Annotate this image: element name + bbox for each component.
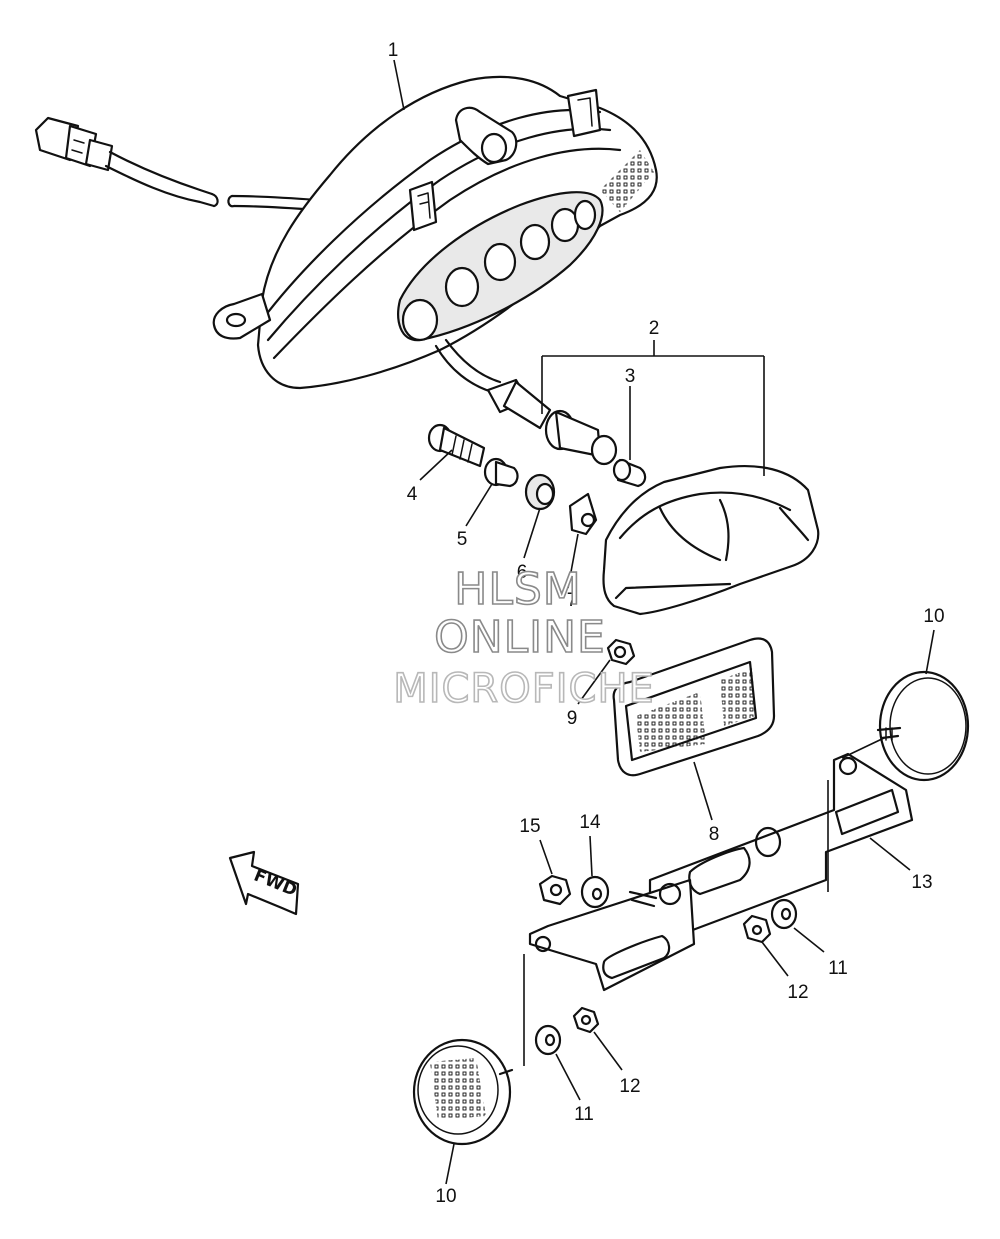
license-light-8 (612, 637, 776, 777)
bracket-13 (528, 752, 914, 992)
callout-4: 4 (407, 484, 418, 505)
watermark-line-3: MICROFICHE (393, 666, 655, 712)
wire-connector (34, 116, 320, 212)
callout-labels: 1 2 3 4 5 6 7 8 9 10 10 11 11 12 12 13 1… (388, 40, 945, 1207)
nut-12-right (742, 914, 772, 944)
washer-11-lower (534, 1024, 562, 1056)
callout-12-lower: 12 (619, 1076, 640, 1097)
bulb (612, 458, 647, 488)
callout-3: 3 (625, 366, 636, 387)
guide-lines (523, 737, 885, 1066)
tail-light-assembly (34, 75, 658, 394)
nut-12-lower (572, 1006, 600, 1034)
lens-cover (602, 464, 820, 616)
callout-10-upper: 10 (923, 606, 944, 627)
watermark-line-2: ONLINE (434, 612, 606, 663)
callout-15: 15 (519, 816, 540, 837)
callout-11-right: 11 (828, 958, 848, 979)
callout-9: 9 (567, 708, 578, 729)
nut-9 (606, 638, 636, 666)
washer-14 (580, 875, 610, 909)
callout-6: 6 (517, 562, 528, 583)
grommet-5 (483, 457, 519, 488)
reflector-10-lower (412, 1038, 514, 1146)
watermark-line-1: HLSM (454, 564, 582, 615)
bolt-4 (427, 423, 486, 468)
bulb-socket (486, 378, 618, 466)
callout-12-right: 12 (787, 982, 808, 1003)
callout-bracket-2 (541, 340, 765, 476)
forward-arrow-icon (228, 850, 300, 916)
bolt-15 (538, 874, 572, 906)
callout-2: 2 (649, 318, 660, 339)
direction-marker: FWD (228, 850, 300, 916)
clip-nut-7 (568, 492, 598, 536)
callout-14: 14 (579, 812, 601, 833)
watermark: HLSM ONLINE MICROFICHE (392, 563, 655, 713)
callout-7: 7 (567, 590, 578, 611)
washer-11-right (770, 898, 798, 930)
reflector-10-upper (876, 670, 970, 782)
callout-1: 1 (388, 40, 399, 61)
stud (628, 890, 658, 908)
callout-13: 13 (911, 872, 932, 893)
callout-10-lower: 10 (435, 1186, 456, 1207)
lamp-bulb-openings (401, 199, 597, 342)
leader-lines (393, 59, 935, 1185)
callout-5: 5 (457, 529, 468, 550)
grommet-6 (524, 473, 556, 511)
callout-11-lower: 11 (574, 1104, 594, 1125)
callout-8: 8 (709, 824, 720, 845)
